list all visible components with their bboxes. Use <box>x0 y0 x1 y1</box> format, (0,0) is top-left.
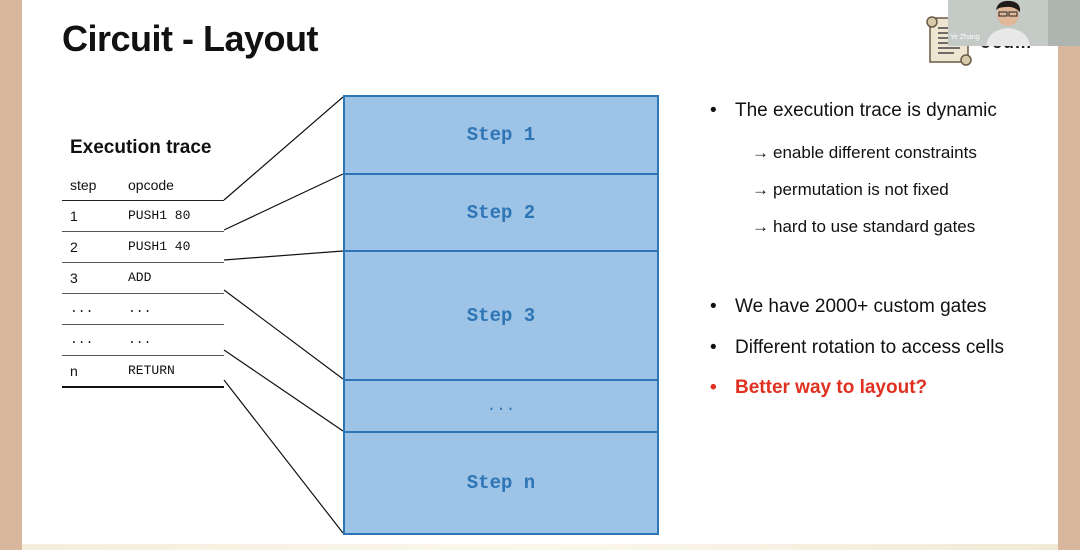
bullet-text: The execution trace is dynamic <box>735 100 997 121</box>
bullet-dot: • <box>710 296 717 317</box>
bullet-text: Better way to layout? <box>735 377 928 398</box>
sub-bullet-text: permutation is not fixed <box>773 180 949 199</box>
step-cell: 1 <box>70 208 78 224</box>
sub-bullet-permutation: →permutation is not fixed <box>752 180 949 200</box>
slide-title: Circuit - Layout <box>62 18 319 59</box>
slide-footer-band <box>22 544 1058 550</box>
step-cell: n <box>70 363 78 379</box>
bullet-dot: • <box>710 100 717 121</box>
arrow-right-icon: → <box>752 217 769 236</box>
sub-bullet-text: hard to use standard gates <box>773 217 976 236</box>
sub-bullet-constraints: →enable different constraints <box>752 143 977 163</box>
column-header-step: step <box>70 177 97 193</box>
step-block-2: Step 2 <box>343 173 659 252</box>
step-cell: ... <box>70 301 94 316</box>
opcode-cell: ADD <box>128 270 152 285</box>
arrow-right-icon: → <box>752 143 769 162</box>
column-header-opcode: opcode <box>128 177 174 193</box>
step-block-n: Step n <box>343 431 659 535</box>
bullet-dot: • <box>710 377 717 398</box>
participant-name-label: Ye Zhang <box>950 34 980 41</box>
table-row: 3 ADD <box>62 263 224 294</box>
execution-trace-heading: Execution trace <box>70 137 212 158</box>
table-row: 2 PUSH1 40 <box>62 232 224 263</box>
step-block-ellipsis: ... <box>343 379 659 433</box>
opcode-cell: PUSH1 80 <box>128 208 191 223</box>
participant-avatar <box>948 0 1080 46</box>
slide: Circuit - Layout Execution trace step op… <box>22 0 1058 550</box>
step-block-3: Step 3 <box>343 250 659 381</box>
step-cell: 3 <box>70 270 78 286</box>
bullet-text: Different rotation to access cells <box>735 337 1004 358</box>
table-row: 1 PUSH1 80 <box>62 201 224 232</box>
participant-video-thumbnail[interactable]: Ye Zhang <box>948 0 1080 46</box>
opcode-cell: ... <box>128 332 152 347</box>
step-block-1: Step 1 <box>343 95 659 175</box>
sub-bullet-text: enable different constraints <box>773 143 977 162</box>
bullet-dot: • <box>710 337 717 358</box>
sub-bullet-standard-gates: →hard to use standard gates <box>752 217 975 237</box>
table-row: ... ... <box>62 294 224 325</box>
table-row: ... ... <box>62 325 224 356</box>
step-cell: 2 <box>70 239 78 255</box>
arrow-right-icon: → <box>752 180 769 199</box>
opcode-cell: RETURN <box>128 363 175 378</box>
opcode-cell: ... <box>128 301 152 316</box>
bullet-text: We have 2000+ custom gates <box>735 296 987 317</box>
table-row: n RETURN <box>62 356 224 388</box>
execution-trace-table: step opcode 1 PUSH1 80 2 PUSH1 40 3 ADD … <box>62 170 224 388</box>
trace-header-row: step opcode <box>62 170 224 201</box>
opcode-cell: PUSH1 40 <box>128 239 191 254</box>
step-cell: ... <box>70 332 94 347</box>
